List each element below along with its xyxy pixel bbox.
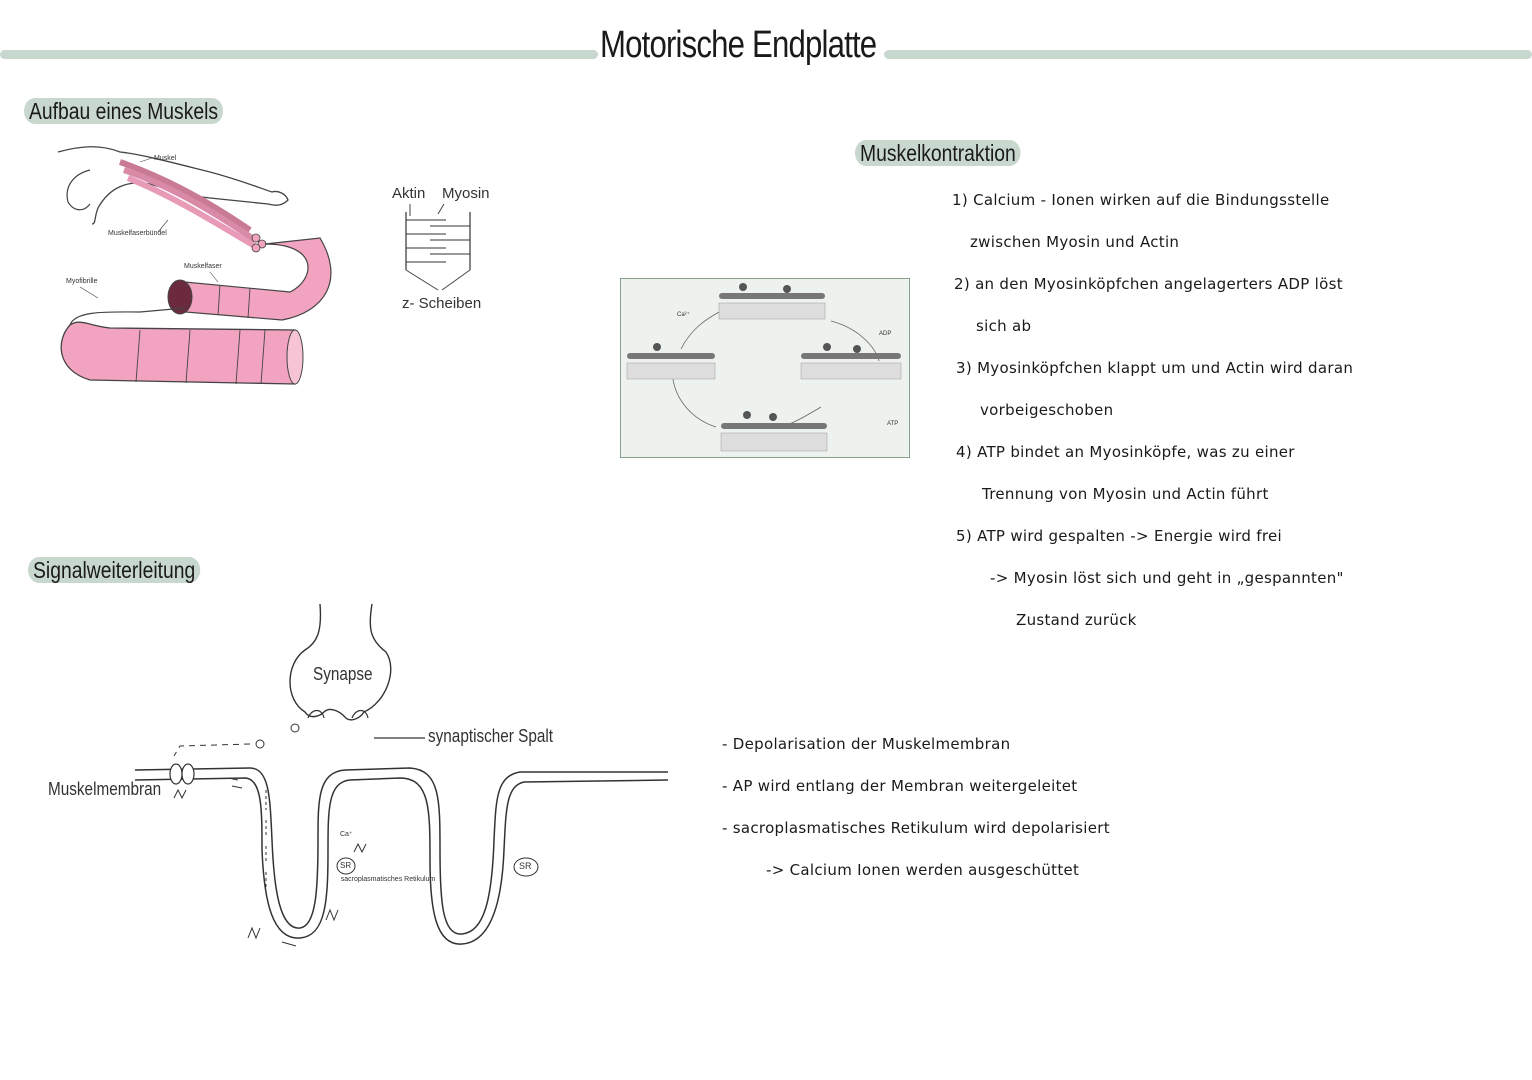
label-muskelfaser: Muskelfaser — [184, 263, 222, 270]
label-z-scheiben: z- Scheiben — [402, 295, 482, 312]
kontraktion-line-2: zwischen Myosin und Actin — [970, 233, 1180, 251]
synapse-diagram — [134, 603, 669, 947]
signal-bullet-4: -> Calcium Ionen werden ausgeschüttet — [766, 861, 1080, 879]
signal-bullet-3: - sacroplasmatisches Retikulum wird depo… — [722, 819, 1110, 837]
label-myofibrille: Myofibrille — [66, 278, 98, 285]
muscle-illustration — [57, 146, 332, 385]
cycle-label-adp: ADP — [879, 331, 892, 337]
heading-kontraktion: Muskelkontraktion — [855, 140, 1021, 166]
label-synaptischer-spalt: synaptischer Spalt — [428, 726, 554, 746]
cycle-label-atp: ATP — [887, 421, 899, 427]
kontraktion-line-5: 3) Myosinköpfchen klappt um und Actin wi… — [956, 359, 1354, 377]
kontraktion-line-6: vorbeigeschoben — [980, 401, 1114, 419]
label-myosin: Myosin — [442, 185, 490, 202]
kontraktion-line-3: 2) an den Myosinköpfchen angelagerters A… — [954, 275, 1343, 293]
kontraktion-line-11: Zustand zurück — [1016, 611, 1137, 629]
label-aktin: Aktin — [392, 185, 426, 202]
signal-bullet-2: - AP wird entlang der Membran weitergele… — [722, 777, 1078, 795]
label-ca: Ca⁺ — [340, 831, 353, 838]
label-sr-full: sacroplasmatisches Retikulum — [340, 876, 436, 883]
label-muskelfaserbuendel: Muskelfaserbündel — [108, 230, 167, 237]
contraction-cycle-image: Ca²⁺ ADP ATP — [620, 278, 910, 458]
label-muskelmembran: Muskelmembran — [48, 779, 162, 799]
label-sr-right: SR — [519, 861, 532, 871]
label-synapse: Synapse — [313, 664, 373, 684]
title-bar-right — [884, 50, 1532, 59]
cycle-label-ca: Ca²⁺ — [677, 312, 690, 318]
kontraktion-line-7: 4) ATP bindet an Myosinköpfe, was zu ein… — [956, 443, 1295, 461]
kontraktion-line-4: sich ab — [976, 317, 1032, 335]
label-sr-left: SR — [340, 861, 352, 870]
title-bar-left — [0, 50, 598, 59]
sarcomere-diagram — [405, 203, 471, 291]
kontraktion-line-8: Trennung von Myosin und Actin führt — [982, 485, 1269, 503]
page-title: Motorische Endplatte — [600, 24, 877, 66]
kontraktion-line-10: -> Myosin löst sich und geht in „gespann… — [990, 569, 1344, 587]
kontraktion-line-9: 5) ATP wird gespalten -> Energie wird fr… — [956, 527, 1282, 545]
heading-signal: Signalweiterleitung — [28, 557, 201, 583]
heading-aufbau: Aufbau eines Muskels — [24, 98, 224, 124]
kontraktion-line-1: 1) Calcium - Ionen wirken auf die Bindun… — [952, 191, 1330, 209]
label-muskel: Muskel — [154, 155, 177, 162]
signal-bullet-1: - Depolarisation der Muskelmembran — [722, 735, 1011, 753]
